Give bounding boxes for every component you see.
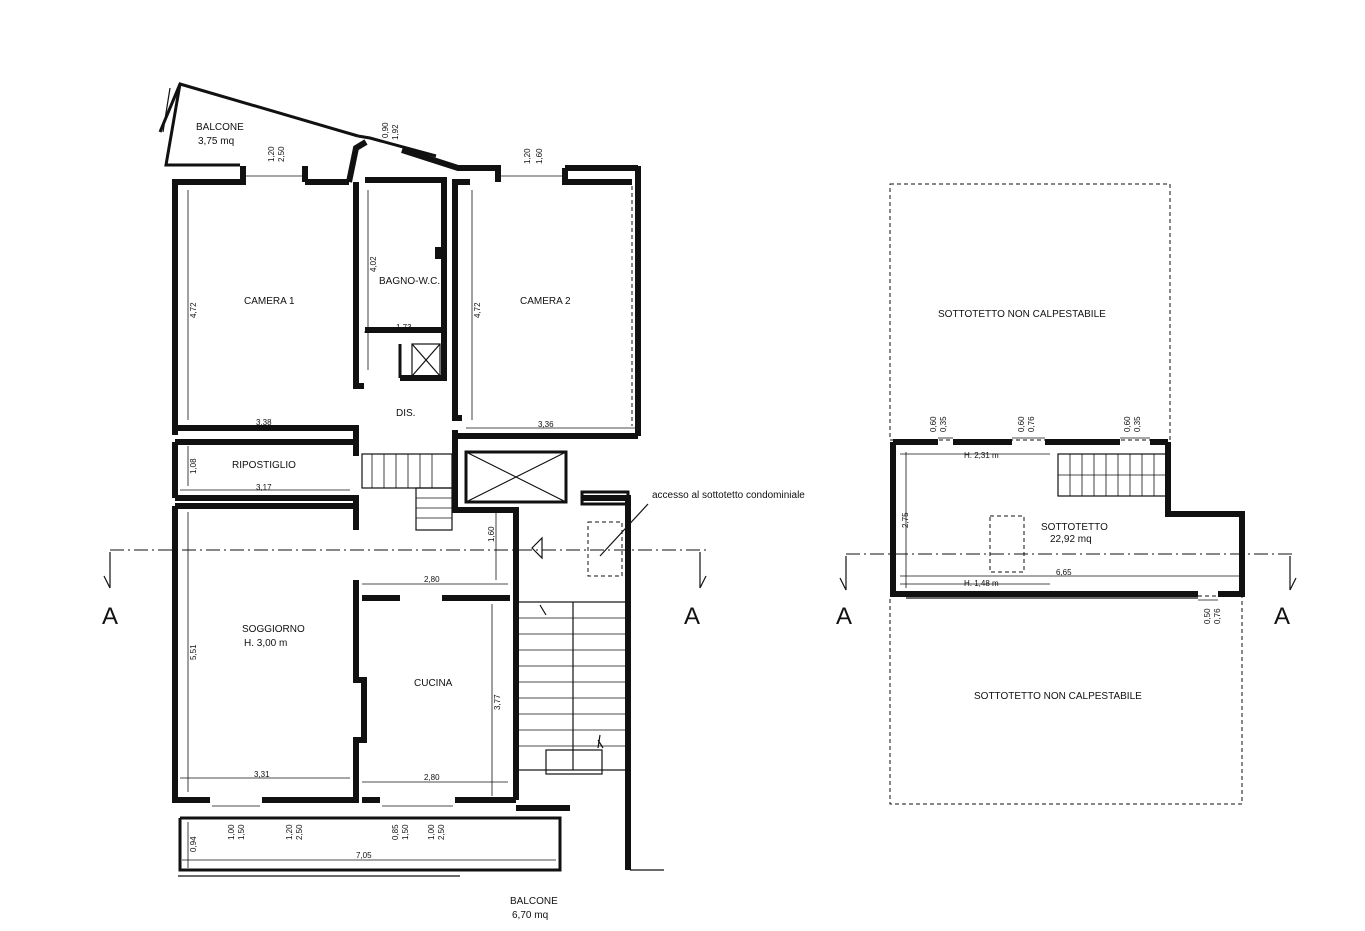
access-leader [599, 503, 649, 557]
label-attic-non-walkable-bottom: SOTTOTETTO NON CALPESTABILE [974, 691, 1142, 702]
dim-rip-w: 3,17 [256, 483, 272, 492]
entry-arrow [531, 536, 543, 560]
dim-cam2-w: 3,36 [538, 420, 554, 429]
label-ripostiglio: RIPOSTIGLIO [232, 460, 296, 471]
dim-cuc-h: 3,77 [493, 694, 502, 710]
label-sottotetto: SOTTOTETTO [1041, 522, 1108, 533]
attic-walls [889, 183, 1245, 805]
dim-pass-h: 1,60 [487, 526, 496, 542]
section-mark-a-3: A [836, 603, 852, 630]
dim-win-c1-b: 2,50 [277, 146, 286, 162]
ground-dimension-lines [180, 190, 636, 868]
label-soggiorno: SOGGIORNO [242, 624, 305, 635]
dim-win-k1-b: 1,50 [401, 824, 410, 840]
attic-hatch [587, 521, 623, 577]
dim-sog-w: 3,31 [254, 770, 270, 779]
dim-att-w3-a: 0,60 [1123, 416, 1132, 432]
dim-att-h: 2,75 [901, 512, 910, 528]
room-labels: BALCONE 3,75 mq CAMERA 1 BAGNO-W.C. CAME… [196, 122, 1142, 921]
dim-win-c2-b: 1,60 [535, 148, 544, 164]
section-marks: A A A A [102, 603, 1290, 630]
balcony-top-area: 3,75 mq [198, 136, 234, 147]
label-camera2: CAMERA 2 [520, 296, 571, 307]
dim-balc-h: 0,94 [189, 836, 198, 852]
dim-win-s2-b: 2,50 [295, 824, 304, 840]
dim-att-w1-b: 0,35 [939, 416, 948, 432]
dimension-labels: 4,72 3,38 4,02 1,73 4,72 3,36 1,08 3,17 … [189, 122, 1222, 860]
label-attic-h-top: H. 2,31 m [964, 451, 999, 460]
label-bagno: BAGNO-W.C. [379, 276, 440, 287]
dim-cam2-h: 4,72 [473, 302, 482, 318]
label-sottotetto-area: 22,92 mq [1050, 534, 1092, 545]
section-line-left [103, 549, 707, 589]
section-mark-a-4: A [1274, 603, 1290, 630]
dim-cuc-w-top: 2,80 [424, 575, 440, 584]
dim-att-w1-a: 0,60 [929, 416, 938, 432]
dim-cam1-w: 3,38 [256, 418, 272, 427]
dim-sog-h: 5,51 [189, 644, 198, 660]
dim-bagno-h: 4,02 [369, 256, 378, 272]
dim-win-k1-a: 0,85 [391, 824, 400, 840]
label-dis: DIS. [396, 408, 415, 419]
label-cucina: CUCINA [414, 678, 453, 689]
interior-stair [361, 453, 453, 531]
dim-win-k2-a: 1,00 [427, 824, 436, 840]
dim-att-w4-b: 0,76 [1213, 608, 1222, 624]
dim-win-bagno-a: 0,90 [381, 122, 390, 138]
label-access-note: accesso al sottotetto condominiale [652, 490, 805, 501]
label-soggiorno-height: H. 3,00 m [244, 638, 287, 649]
dim-att-w3-b: 0,35 [1133, 416, 1142, 432]
balcony-bottom-name: BALCONE [510, 896, 558, 907]
section-line-right [839, 553, 1297, 591]
dim-att-w4-a: 0,50 [1203, 608, 1212, 624]
dim-win-s1-b: 1,50 [237, 824, 246, 840]
dim-cuc-w-bot: 2,80 [424, 773, 440, 782]
dim-att-w: 6,65 [1056, 568, 1072, 577]
balcony-bottom-area: 6,70 mq [512, 910, 548, 921]
dim-cam1-h: 4,72 [189, 302, 198, 318]
dim-win-s1-a: 1,00 [227, 824, 236, 840]
dim-balc-w: 7,05 [356, 851, 372, 860]
common-stairwell [517, 601, 629, 775]
dim-win-bagno-b: 1,92 [391, 124, 400, 140]
label-attic-h-bottom: H. 1,48 m [964, 579, 999, 588]
dim-win-c1-a: 1,20 [267, 146, 276, 162]
dim-rip-h: 1,08 [189, 458, 198, 474]
balcony-top-name: BALCONE [196, 122, 244, 133]
dim-win-c2-a: 1,20 [523, 148, 532, 164]
dim-bagno-w: 1,73 [396, 323, 412, 332]
ground-floor-walls [158, 82, 664, 877]
section-mark-a-1: A [102, 603, 118, 630]
dim-att-w2-b: 0,76 [1027, 416, 1036, 432]
dim-att-w2-a: 0,60 [1017, 416, 1026, 432]
dim-win-k2-b: 2,50 [437, 824, 446, 840]
label-attic-non-walkable-top: SOTTOTETTO NON CALPESTABILE [938, 309, 1106, 320]
section-mark-a-2: A [684, 603, 700, 630]
ground-floor-details [212, 175, 649, 807]
label-camera1: CAMERA 1 [244, 296, 295, 307]
dim-win-s2-a: 1,20 [285, 824, 294, 840]
